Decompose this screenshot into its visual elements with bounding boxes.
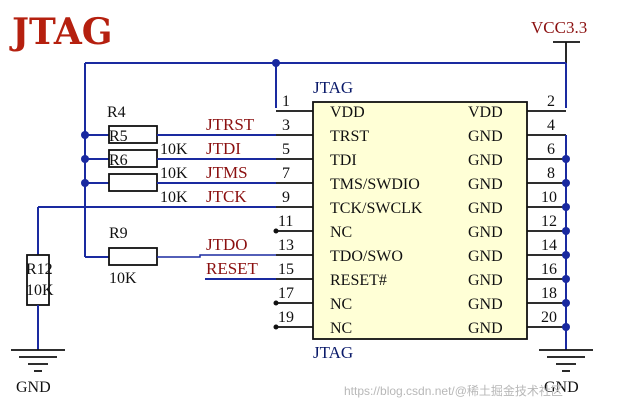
connector-bottom-label: JTAG <box>313 343 353 362</box>
gnd-junction <box>562 275 570 283</box>
pin-number: 20 <box>541 309 557 326</box>
pin-number: 10 <box>541 189 557 206</box>
connector-top-label: JTAG <box>313 78 353 97</box>
gnd-symbol-left <box>11 349 65 372</box>
pin-name: GND <box>468 200 503 217</box>
pin-name: GND <box>468 320 503 337</box>
net-label-jtms: JTMS <box>206 163 248 182</box>
gnd-label-right: GND <box>544 379 579 396</box>
resistor-r12-value: 10K <box>26 282 54 299</box>
pin-name: NC <box>330 296 352 313</box>
pin-name: TDI <box>330 152 357 169</box>
resistor-r6-value: 10K <box>160 189 188 206</box>
pin-number: 2 <box>547 93 555 110</box>
jtag-connector-body <box>312 101 528 340</box>
gnd-junction <box>562 227 570 235</box>
pin-name: GND <box>468 248 503 265</box>
pin-name: GND <box>468 296 503 313</box>
vcc-label: VCC3.3 <box>531 18 587 37</box>
gnd-junction <box>562 155 570 163</box>
pin-name: TMS/SWDIO <box>330 176 420 193</box>
pin-name: TCK/SWCLK <box>330 200 423 217</box>
pin-name: GND <box>468 272 503 289</box>
net-label-jtck: JTCK <box>206 187 247 206</box>
pin-number: 12 <box>541 213 557 230</box>
pin-number: 4 <box>547 117 555 134</box>
resistor-r12-ref: R12 <box>26 261 53 278</box>
pullup-junction <box>81 179 89 187</box>
pin-name: GND <box>468 152 503 169</box>
pin-name: GND <box>468 176 503 193</box>
vcc-junction <box>272 59 280 67</box>
net-label-jtdo: JTDO <box>206 235 248 254</box>
schematic-title: JTAG <box>9 11 113 53</box>
pin-number: 13 <box>278 237 294 254</box>
net-label-reset: RESET <box>206 259 259 278</box>
watermark-text: https://blog.csdn.net/@稀土掘金技术社区 <box>344 383 563 398</box>
resistor-jtms-body <box>108 173 158 192</box>
gnd-symbol-right <box>539 349 593 372</box>
pin-number: 19 <box>278 309 294 326</box>
net-label-jtdi: JTDI <box>206 139 241 158</box>
pin-name: TRST <box>330 128 369 145</box>
resistor-r4-value: 10K <box>160 141 188 158</box>
resistor-r9-value: 10K <box>109 270 137 287</box>
gnd-junction <box>562 203 570 211</box>
resistor-r6-ref: R6 <box>109 152 128 169</box>
pin-name: GND <box>468 224 503 241</box>
left-pins: 1 3 5 7 9 11 13 15 17 19 VDD TRST TDI TM… <box>273 93 423 337</box>
resistor-r9-body <box>108 247 158 266</box>
resistor-r9-ref: R9 <box>109 225 128 242</box>
net-label-jtrst: JTRST <box>206 115 255 134</box>
pullup-junction <box>81 131 89 139</box>
pin-name: TDO/SWO <box>330 248 403 265</box>
gnd-junction <box>562 251 570 259</box>
pin-end <box>273 228 279 234</box>
pin-number: 11 <box>278 213 293 230</box>
resistor-r5-ref: R5 <box>109 128 128 145</box>
pin-number: 15 <box>278 261 294 278</box>
pin-end <box>273 324 279 330</box>
pin-number: 3 <box>282 117 290 134</box>
pin-end <box>273 300 279 306</box>
gnd-junction <box>562 299 570 307</box>
pin-number: 16 <box>541 261 557 278</box>
pin-name: NC <box>330 320 352 337</box>
pullup-junction <box>81 155 89 163</box>
pin-name: GND <box>468 128 503 145</box>
net-jtdo-wire <box>157 254 276 258</box>
gnd-label-left: GND <box>16 379 51 396</box>
pin-number: 14 <box>541 237 557 254</box>
resistor-r4-ref: R4 <box>107 104 126 121</box>
pin-number: 6 <box>547 141 555 158</box>
pin-number: 5 <box>282 141 290 158</box>
gnd-junction <box>562 323 570 331</box>
pin-name: NC <box>330 224 352 241</box>
pin-number: 8 <box>547 165 555 182</box>
pin-number: 9 <box>282 189 290 206</box>
pin-name: RESET# <box>330 272 387 289</box>
resistor-r5-value: 10K <box>160 165 188 182</box>
gnd-junction <box>562 179 570 187</box>
pin-number: 17 <box>278 285 294 302</box>
pin-number: 7 <box>282 165 290 182</box>
pin-name: VDD <box>468 104 503 121</box>
right-pins: VDD GND GND GND GND GND GND GND GND GND … <box>468 93 566 337</box>
pin-name: VDD <box>330 104 365 121</box>
pin-number: 18 <box>541 285 557 302</box>
pin-number: 1 <box>282 93 290 110</box>
